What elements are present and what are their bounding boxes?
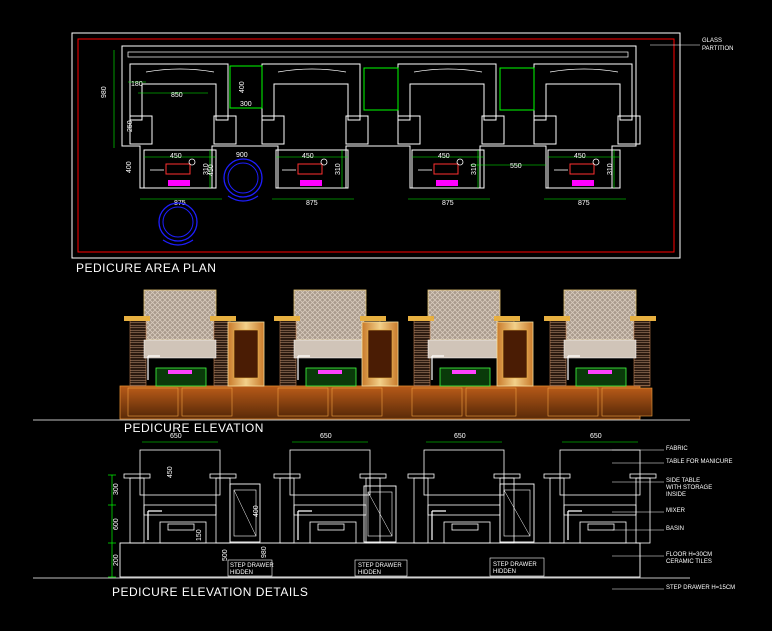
svg-text:STEP DRAWER: STEP DRAWER [493, 562, 537, 568]
elevation-station-1 [124, 289, 236, 417]
detail-station-1: 650 [123, 433, 237, 544]
elevation-station-4 [544, 289, 656, 417]
callout-1: FABRIC [612, 446, 688, 452]
plan-station-1 [129, 63, 237, 200]
chair-circle-1 [158, 202, 198, 246]
step-drawer-note-2: STEP DRAWER HIDDEN [354, 559, 408, 577]
detail-side-table-2 [363, 485, 397, 543]
plan-dim-850: 850 [171, 92, 183, 99]
plan-dim-400a: 400 [239, 81, 246, 93]
glass-partition-label-2: PARTITION [702, 46, 733, 52]
details-title: PEDICURE ELEVATION DETAILS [112, 585, 308, 599]
plan-title: PEDICURE AREA PLAN [76, 261, 216, 275]
svg-text:HIDDEN: HIDDEN [358, 570, 381, 576]
callout-4: MIXER [612, 508, 686, 514]
svg-text:HIDDEN: HIDDEN [230, 570, 253, 576]
plan-dim-450-2: 450 [302, 153, 314, 160]
glass-partition-label-1: GLASS [702, 38, 722, 44]
plan-partition-panel-3 [499, 67, 535, 111]
detail-dim-650-1: 650 [170, 433, 182, 440]
detail-side-table-1 [229, 483, 261, 543]
callout-7: STEP DRAWER H=15CM [612, 585, 735, 591]
plan-dim-450-1: 450 [170, 153, 182, 160]
svg-text:STEP DRAWER: STEP DRAWER [358, 563, 402, 569]
svg-text:TABLE FOR MANICURE: TABLE FOR MANICURE [666, 459, 733, 465]
elevation-title: PEDICURE ELEVATION [124, 421, 264, 435]
plan-dim-450-side: 450 [208, 164, 215, 176]
plan-station-3 [397, 63, 505, 200]
svg-text:STEP DRAWER H=15CM: STEP DRAWER H=15CM [666, 585, 735, 591]
svg-text:WITH STORAGE: WITH STORAGE [666, 485, 712, 491]
plan-dim-310-4: 310 [607, 163, 614, 175]
plan-station-2 [261, 63, 369, 200]
plan-dim-310-1: 310 [203, 163, 210, 175]
plan-dim-875-3: 875 [442, 200, 454, 207]
detail-dim-200: 200 [113, 554, 120, 566]
plan-dim-300: 300 [240, 101, 252, 108]
plan-station-4 [533, 63, 641, 200]
callout-2: TABLE FOR MANICURE [612, 459, 733, 465]
detail-dim-980: 980 [261, 546, 268, 558]
step-drawer-note-1: STEP DRAWER HIDDEN [227, 559, 274, 577]
detail-side-table-3 [499, 483, 535, 543]
detail-dim-300: 300 [113, 483, 120, 495]
plan-wall-outline [121, 45, 637, 189]
detail-station-4: 650 [543, 433, 657, 544]
plan-dim-875-4: 875 [578, 200, 590, 207]
detail-dim-chain [108, 474, 116, 578]
detail-dim-500: 500 [222, 549, 229, 561]
svg-text:HIDDEN: HIDDEN [493, 569, 516, 575]
callout-5: BASIN [612, 526, 684, 532]
area-plan: 980 180 850 250 400 300 400 550 900 4503… [71, 32, 733, 275]
plan-dim-875-2: 875 [306, 200, 318, 207]
svg-text:FABRIC: FABRIC [666, 446, 688, 452]
chair-circle-2 [223, 158, 263, 202]
plan-dim-450-4: 450 [574, 153, 586, 160]
plan-dim-550: 550 [510, 163, 522, 170]
detail-dim-400: 400 [253, 505, 260, 517]
plan-dim-450-3: 450 [438, 153, 450, 160]
plan-partition-panel-1 [229, 65, 263, 109]
svg-text:MIXER: MIXER [666, 508, 686, 514]
plan-dim-980: 980 [101, 86, 108, 98]
detail-dim-650-2: 650 [320, 433, 332, 440]
plan-dim-900: 900 [236, 152, 248, 159]
elevation-station-3 [408, 289, 520, 417]
svg-text:CERAMIC TILES: CERAMIC TILES [666, 559, 712, 565]
plan-dim-180: 180 [131, 81, 143, 88]
detail-dim-150: 150 [196, 529, 203, 541]
detail-dim-650-4: 650 [590, 433, 602, 440]
plan-dim-310-3: 310 [471, 163, 478, 175]
plan-glass-partition [127, 51, 629, 58]
detail-dim-650-3: 650 [454, 433, 466, 440]
plan-dim-310-2: 310 [335, 163, 342, 175]
svg-text:STEP DRAWER: STEP DRAWER [230, 563, 274, 569]
plan-dim-400b: 400 [126, 161, 133, 173]
detail-station-3: 650 [407, 433, 521, 544]
plan-dim-250: 250 [127, 120, 134, 132]
step-drawer-note-3: STEP DRAWER HIDDEN [489, 557, 545, 577]
plan-partition-panel-2 [363, 67, 399, 111]
svg-text:BASIN: BASIN [666, 526, 684, 532]
pedicure-elevation: PEDICURE ELEVATION [33, 289, 690, 435]
detail-dim-450: 450 [167, 466, 174, 478]
svg-text:FLOOR H=30CM: FLOOR H=30CM [666, 552, 712, 558]
detail-station-2: 650 [273, 433, 387, 544]
detail-dim-600: 600 [113, 518, 120, 530]
elevation-details: 650 650 650 650 300 600 200 450 150 500 400… [33, 433, 735, 599]
svg-text:INSIDE: INSIDE [666, 492, 686, 498]
svg-text:SIDE TABLE: SIDE TABLE [666, 478, 700, 484]
